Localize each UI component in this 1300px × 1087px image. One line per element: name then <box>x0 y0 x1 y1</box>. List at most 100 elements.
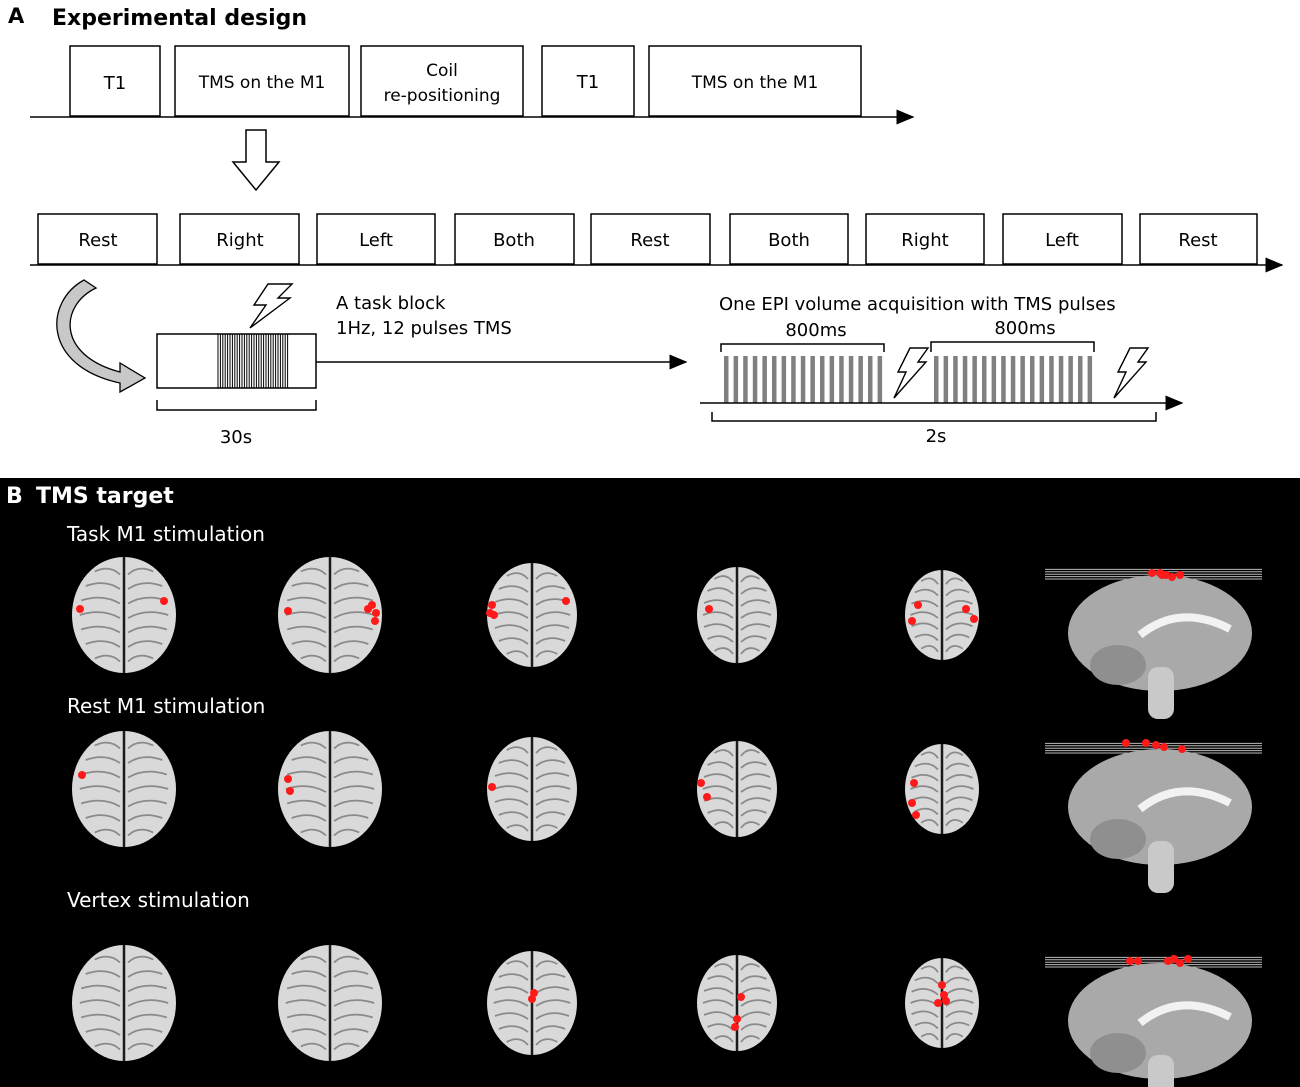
gyrus-line <box>714 647 734 655</box>
tms-target-marker <box>1168 573 1176 581</box>
gyrus-line <box>702 785 734 793</box>
gyrus-line <box>333 770 374 779</box>
tms-target-marker <box>562 597 570 605</box>
epi-slice-bar <box>743 356 748 403</box>
task-label: Both <box>493 230 535 251</box>
tms-target-marker <box>78 771 86 779</box>
task-label: Rest <box>1178 230 1217 251</box>
epi-slice-bar <box>772 356 777 403</box>
gyrus-line <box>127 582 163 590</box>
gyrus-line <box>740 575 760 583</box>
gyrus-line <box>127 756 163 764</box>
tms-target-marker <box>1176 571 1184 579</box>
gyrus-line <box>740 797 771 805</box>
epi-slice-bar <box>1058 356 1064 403</box>
gyrus-line <box>535 772 570 780</box>
gyrus-line <box>498 585 529 593</box>
gyrus-line <box>127 741 154 750</box>
task-box <box>454 213 575 265</box>
gyrus-line <box>945 818 964 827</box>
gyrus-line <box>494 624 529 632</box>
epi-slice-bar <box>972 356 977 403</box>
task-label: Rest <box>78 230 117 251</box>
gyrus-line <box>914 762 939 771</box>
gyrus-line <box>535 798 570 806</box>
epi-slice-bar <box>752 356 758 403</box>
task-block-text-2: 1Hz, 12 pulses TMS <box>336 318 512 339</box>
task-label: Right <box>216 230 263 251</box>
gyrus-line <box>506 1038 529 1046</box>
gyrus-line <box>920 1032 939 1041</box>
session-box <box>69 45 161 117</box>
gyrus-line <box>945 633 970 642</box>
axial-brain-slice <box>278 945 382 1061</box>
gyrus-line <box>535 824 558 832</box>
lightning-icon <box>249 283 294 329</box>
gyrus-line <box>535 650 558 658</box>
epi-slice-bar <box>943 356 949 403</box>
task-label: Left <box>359 230 393 251</box>
tms-target-marker <box>908 617 916 625</box>
tms-target-marker <box>938 981 946 989</box>
tms-target-marker <box>970 615 978 623</box>
tms-target-marker <box>1134 957 1142 965</box>
axial-brain-slice <box>72 731 176 847</box>
tms-target-marker <box>488 601 496 609</box>
corpus-callosum <box>1137 787 1232 813</box>
gyrus-line <box>498 973 529 981</box>
gyrus-line <box>714 821 734 829</box>
gyrus-line <box>494 1012 529 1020</box>
gyrus-line <box>127 970 163 978</box>
epi-slice-bar <box>1078 356 1083 403</box>
corpus-callosum <box>1137 613 1232 639</box>
tms-target-marker <box>286 787 294 795</box>
gyrus-line <box>333 625 374 634</box>
epi-slice-bar <box>858 356 863 403</box>
tms-target-marker <box>914 601 922 609</box>
timeline-diagram: T1 TMS on the M1 Coil re-positioning T1 … <box>30 45 1284 448</box>
epi-slice-bar <box>1039 356 1045 403</box>
epi-slice-bar <box>991 356 997 403</box>
gyrus-line <box>740 611 772 619</box>
gyrus-line <box>127 814 163 822</box>
gyrus-line <box>333 999 375 1007</box>
gyrus-line <box>127 567 154 576</box>
sagittal-brain-slice <box>1045 568 1262 719</box>
task-label: Rest <box>630 230 669 251</box>
gyrus-line <box>291 814 327 822</box>
epi-slice-bars <box>724 356 1093 403</box>
gyrus-line <box>300 567 327 576</box>
gyrus-line <box>945 1032 964 1041</box>
gyrus-line <box>740 821 760 829</box>
task-box <box>37 213 158 265</box>
gyrus-line <box>127 611 169 619</box>
task-block-text-1: A task block <box>336 293 446 314</box>
tms-target-marker <box>910 779 918 787</box>
tms-target-marker <box>1148 569 1156 577</box>
panel-a-title: Experimental design <box>52 6 308 31</box>
epi-slice-bar <box>877 356 883 403</box>
session-label: TMS on the M1 <box>198 73 326 93</box>
tr-bracket <box>711 412 1157 422</box>
gyrus-line <box>740 1023 767 1031</box>
epi-window-2-label: 800ms <box>994 318 1055 339</box>
gyrus-line <box>94 741 121 750</box>
gyrus-line <box>127 625 168 634</box>
gyrus-line <box>740 1011 771 1019</box>
epi-window-1-bracket <box>720 343 885 352</box>
epi-slice-bar <box>982 356 987 403</box>
gyrus-line <box>333 741 360 750</box>
tr-duration-label: 2s <box>926 426 947 447</box>
gyrus-line <box>333 1042 360 1051</box>
gyrus-line <box>286 625 327 634</box>
gyrus-line <box>506 650 529 658</box>
gyrus-line <box>740 975 767 983</box>
tms-target-marker <box>284 775 292 783</box>
gyrus-line <box>714 575 734 583</box>
gyrus-line <box>127 955 154 964</box>
gyrus-line <box>333 955 360 964</box>
gyrus-line <box>740 647 760 655</box>
gyrus-line <box>945 796 973 804</box>
epi-slice-bar <box>934 356 939 403</box>
epi-slice-bar <box>724 356 729 403</box>
